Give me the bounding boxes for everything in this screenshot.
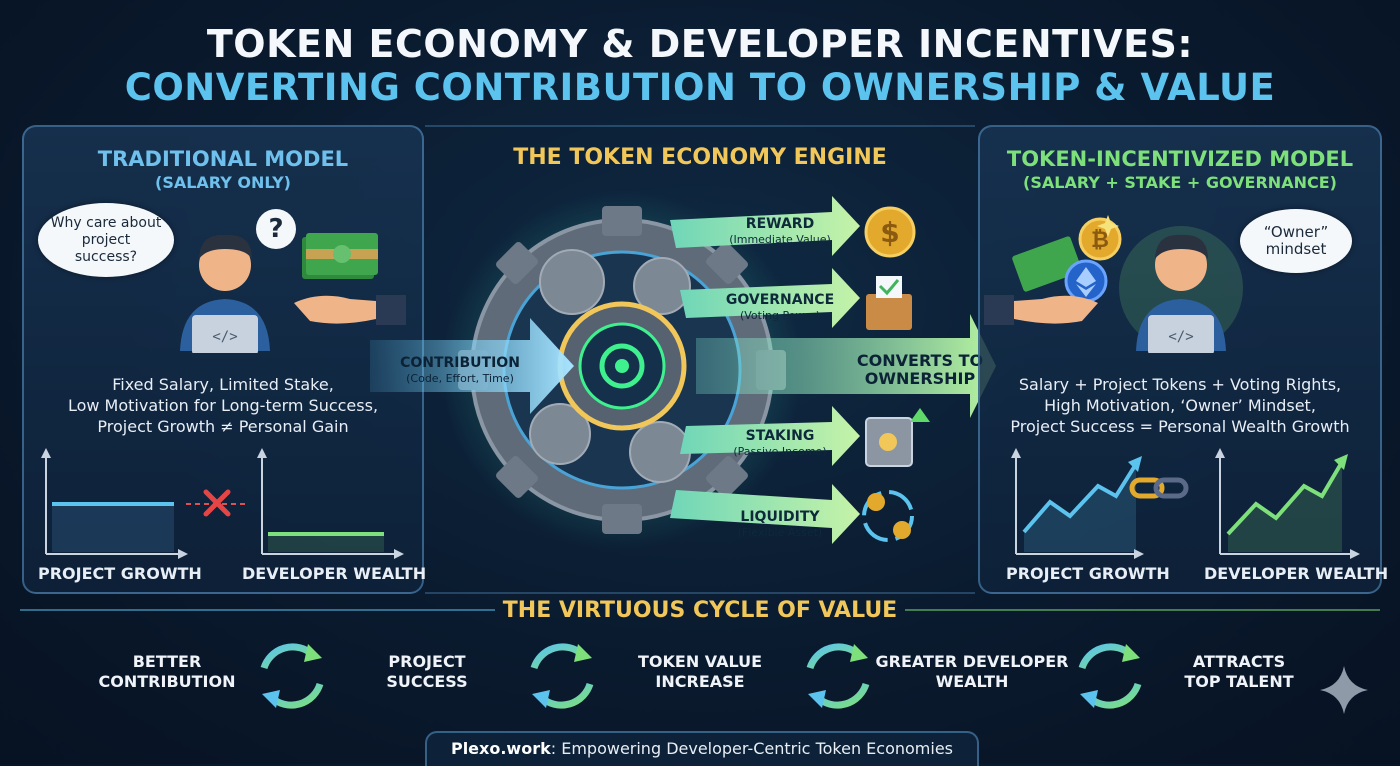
sparkle-icon	[1320, 666, 1368, 714]
staking-label: STAKING (Passive Income)	[712, 428, 848, 460]
staking-sub: (Passive Income)	[733, 445, 827, 458]
thought-text: Why care about project success?	[50, 214, 162, 265]
axis-label-project-growth: PROJECT GROWTH	[38, 564, 202, 583]
ownership-line1: CONVERTS TO	[856, 351, 984, 370]
footer-banner: Plexo.work: Empowering Developer-Centric…	[425, 731, 979, 766]
incentivized-charts	[1011, 448, 1360, 559]
thought-text: “Owner” mindset	[1264, 224, 1329, 258]
cycle-step-line: INCREASE	[655, 672, 745, 691]
thought-line: mindset	[1265, 240, 1327, 258]
cycle-icons	[260, 643, 1368, 714]
liquidity-label: LIQUIDITY (Flexible Asset)	[712, 509, 848, 541]
cycle-divider	[20, 609, 1380, 611]
thought-bubble: Why care about project success?	[38, 203, 174, 277]
safe-icon	[865, 408, 930, 467]
governance-label: GOVERNANCE (Voting Power)	[712, 292, 848, 324]
incentivized-title: TOKEN-INCENTIVIZED MODEL	[1006, 147, 1354, 171]
hand-icon	[294, 295, 406, 325]
traditional-model-panel: TRADITIONAL MODEL (SALARY ONLY) Why care…	[22, 125, 427, 594]
svg-text:₿: ₿	[1091, 228, 1109, 253]
contribution-title: CONTRIBUTION	[400, 355, 520, 371]
reward-arrow	[670, 196, 860, 256]
developer-avatar-icon: </>	[180, 234, 270, 353]
cycle-step-line: TOP TALENT	[1184, 672, 1294, 691]
cycle-step-line: WEALTH	[935, 672, 1009, 691]
token-engine-graphic: $	[370, 190, 996, 550]
staking-arrow	[680, 406, 860, 466]
cycle-arrows-icon	[530, 643, 594, 709]
cycle-step: GREATER DEVELOPER WEALTH	[874, 652, 1070, 692]
traditional-charts	[41, 448, 404, 559]
liquidity-title: LIQUIDITY	[740, 509, 820, 525]
cycle-arrows-icon	[260, 643, 324, 709]
page-subtitle: CONVERTING CONTRIBUTION TO OWNERSHIP & V…	[124, 66, 1276, 109]
governance-sub: (Voting Power)	[739, 309, 821, 322]
cycle-step-line: ATTRACTS	[1192, 652, 1286, 671]
staking-title: STAKING	[745, 428, 815, 444]
contribution-label: CONTRIBUTION (Code, Effort, Time)	[392, 355, 528, 387]
cycle-step-line: GREATER DEVELOPER	[875, 652, 1069, 671]
liquidity-sub: (Flexible Asset)	[737, 526, 823, 539]
liquidity-arrow	[670, 484, 860, 544]
ballot-box-icon	[866, 276, 912, 330]
question-mark: ?	[268, 214, 284, 244]
description-line: High Motivation, ‘Owner’ Mindset,	[1044, 396, 1316, 415]
hand-icon	[984, 295, 1098, 325]
token-incentivized-panel: TOKEN-INCENTIVIZED MODEL (SALARY + STAKE…	[978, 125, 1388, 594]
governance-arrow	[680, 268, 860, 328]
thought-bubble: “Owner” mindset	[1240, 209, 1352, 273]
cycle-arrows-icon	[1078, 643, 1142, 709]
ownership-label: CONVERTS TO OWNERSHIP	[840, 352, 1000, 388]
description-line: Project Success = Personal Wealth Growth	[1010, 417, 1350, 436]
axis-label-developer-wealth: DEVELOPER WEALTH	[242, 564, 427, 583]
cycle-step: PROJECT SUCCESS	[342, 652, 512, 692]
footer-brand: Plexo.work	[450, 739, 551, 758]
cycle-step-line: TOKEN VALUE	[637, 652, 763, 671]
developer-avatar-icon: </>	[1119, 226, 1243, 353]
description-line: Project Growth ≠ Personal Gain	[97, 417, 349, 436]
svg-text:</>: </>	[1168, 329, 1193, 345]
cycle-step-line: BETTER	[132, 652, 202, 671]
description-line: Low Motivation for Long-term Success,	[67, 396, 379, 415]
description-line: Fixed Salary, Limited Stake,	[112, 375, 334, 394]
traditional-title: TRADITIONAL MODEL	[97, 147, 349, 171]
contribution-sub: (Code, Effort, Time)	[406, 372, 514, 385]
dollar-coin-icon: $	[864, 206, 916, 258]
page-title: TOKEN ECONOMY & DEVELOPER INCENTIVES:	[206, 22, 1194, 66]
engine-title: THE TOKEN ECONOMY ENGINE	[513, 145, 887, 170]
token-engine-panel	[425, 125, 975, 594]
cycle-step-line: SUCCESS	[386, 672, 468, 691]
reward-label: REWARD (Immediate Value)	[712, 216, 848, 248]
axis-label-developer-wealth: DEVELOPER WEALTH	[1204, 564, 1389, 583]
cycle-step: ATTRACTS TOP TALENT	[1154, 652, 1324, 692]
cycle-step-line: PROJECT	[388, 652, 466, 671]
gear-icon	[529, 249, 691, 483]
description-line: Salary + Project Tokens + Voting Rights,	[1018, 375, 1342, 394]
chain-link-icon	[1129, 477, 1189, 499]
reward-sub: (Immediate Value)	[729, 233, 831, 246]
cycle-step-line: CONTRIBUTION	[98, 672, 236, 691]
cash-stack-icon	[302, 233, 378, 279]
cycle-arrows-icon	[806, 643, 870, 709]
cycle-step: TOKEN VALUE INCREASE	[615, 652, 785, 692]
liquidity-icon	[862, 490, 914, 542]
ownership-line2: OWNERSHIP	[864, 369, 976, 388]
footer-tagline: : Empowering Developer-Centric Token Eco…	[550, 739, 954, 758]
svg-text:</>: </>	[212, 329, 237, 345]
axis-label-project-growth: PROJECT GROWTH	[1006, 564, 1170, 583]
svg-text:$: $	[880, 216, 899, 249]
close-icon	[203, 489, 231, 517]
traditional-description: Fixed Salary, Limited Stake, Low Motivat…	[24, 374, 422, 437]
cycle-step: BETTER CONTRIBUTION	[82, 652, 252, 692]
traditional-subtitle: (SALARY ONLY)	[155, 173, 291, 192]
cycle-title: THE VIRTUOUS CYCLE OF VALUE	[502, 598, 898, 623]
incentivized-description: Salary + Project Tokens + Voting Rights,…	[980, 374, 1380, 437]
question-bubble: ?	[256, 209, 296, 249]
governance-title: GOVERNANCE	[725, 292, 835, 308]
thought-line: “Owner”	[1263, 223, 1329, 241]
incentivized-subtitle: (SALARY + STAKE + GOVERNANCE)	[1023, 173, 1337, 192]
reward-title: REWARD	[745, 216, 815, 232]
gear-icon	[557, 301, 687, 431]
